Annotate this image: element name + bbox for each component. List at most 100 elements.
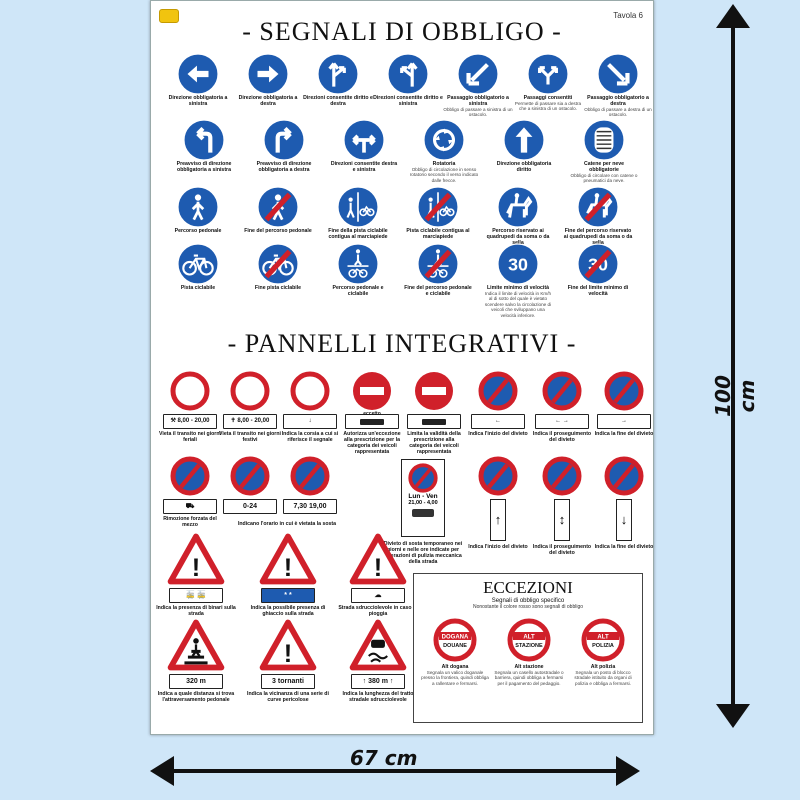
eccezioni-box: ECCEZIONI Segnali di obbligo specifico N… (413, 573, 643, 723)
stop-sign-icon: DOGANA DOUANE (433, 618, 477, 662)
right-arrow-icon (247, 53, 289, 95)
plate-text: ↑ 380 m ↑ (362, 678, 394, 685)
sign-label: Direzioni consentite destra e sinistra (330, 161, 398, 173)
straight-arrow-icon (503, 119, 545, 161)
ped-bike-shared-icon (337, 243, 379, 285)
sign-label: Fine pista ciclabile (254, 285, 302, 291)
sign-label: Percorso pedonale (174, 228, 222, 234)
obbligo-sign-item: Percorso riservato ai quadrupedi da soma… (483, 186, 553, 246)
slippery-road-icon (349, 619, 407, 671)
orario-caption: Indicano l'orario in cui è vietata la so… (237, 521, 337, 527)
sign-label: Passaggio obbligatorio a sinistra (447, 95, 509, 107)
vertical-plate: ↑ (490, 499, 506, 541)
sign-label: Percorso riservato ai quadrupedi da soma… (486, 228, 550, 246)
pericolo-item: ! ☁ Strada sdrucciolevole in caso di piogg… (337, 533, 419, 617)
sign-description: Obbligo di circolazione in senso rotator… (409, 167, 479, 183)
sign-description: Indica il limite di velocità in Km/h al … (484, 291, 552, 318)
pannello-item: 0-24 (219, 456, 281, 516)
pericolo-label: Indica la lunghezza del tratto stradale … (342, 691, 414, 703)
title-pannelli-integrativi: - PANNELLI INTEGRATIVI - (227, 329, 577, 358)
plate-text: ☁ (374, 592, 382, 599)
sign-label: Fine del limite minimo di velocità (567, 285, 629, 297)
sign-label: Fine del percorso pedonale e ciclabile (404, 285, 472, 297)
integrative-plate: 320 m (169, 674, 223, 689)
svg-text:!: ! (192, 554, 200, 582)
left-right-arrow-icon (343, 119, 385, 161)
sign-label: Pista ciclabile contigua al marciapiede (406, 228, 470, 240)
obbligo-sign-item: Fine del percorso pedonale (243, 186, 313, 234)
tavola-label: Tavola 6 (613, 11, 643, 20)
eccezione-desc: Segnala un posto di blocco stradale isti… (574, 670, 632, 686)
pannello-label: Indica la corsia a cui si riferisce il s… (281, 431, 339, 443)
no-transit-icon (170, 371, 210, 411)
eccezioni-note: Nonostante il colore rosso sono segnali … (472, 604, 584, 610)
integrative-plate (407, 414, 461, 429)
svg-text:!: ! (284, 554, 292, 582)
crosswalk-icon (167, 619, 225, 671)
plate-text: ← (495, 418, 501, 424)
pericolo-item: 320 m Indica a quale distanza si trova l'… (155, 619, 237, 703)
street-cleaning-panel: Lun - Ven 21,00 - 4,00 (401, 459, 445, 537)
bicycle-icon (177, 243, 219, 285)
bus-icon (360, 419, 384, 425)
snow-chains-icon (583, 119, 625, 161)
end-ped-bike-shared-icon (417, 243, 459, 285)
obbligo-sign-item: Pista ciclabile contigua al marciapiede (403, 186, 473, 240)
pannello-item: ← →Indica il proseguimento del divieto (531, 371, 593, 443)
no-parking-icon (604, 456, 644, 496)
obbligo-sign-item: Direzioni consentite destra e sinistra (329, 119, 399, 173)
pannello-item: 7,30 19,00 (279, 456, 341, 516)
sign-label: Fine del percorso riservato ai quadruped… (563, 228, 633, 246)
street-cleaning-label: Divieto di sosta temporaneo nei giorni e… (383, 541, 463, 565)
eccezione-item: ALT STAZIONE Alt stazione Segnala un cas… (494, 618, 564, 686)
integrative-plate: ← → (535, 414, 589, 429)
title-segnali-obbligo: - SEGNALI DI OBBLIGO - (242, 17, 562, 46)
plate-text: 🚋 🚋 (186, 592, 206, 599)
vertical-plate: ↓ (616, 499, 632, 541)
end-pedestrian-bicycle-icon (417, 186, 459, 228)
no-parking-icon (478, 456, 518, 496)
plate-text: eccetto (363, 411, 381, 417)
integrative-plate: ⚒ 8,00 - 20,00 (163, 414, 217, 429)
pannello-label: Indica la fine del divieto (594, 431, 654, 437)
truck-icon (422, 419, 446, 425)
sign-description: Obbligo di passare a sinistra di un osta… (443, 107, 513, 118)
eccezioni-subtitle: Segnali di obbligo specifico (491, 598, 565, 604)
obbligo-sign-item: Fine del percorso pedonale e ciclabile (403, 243, 473, 297)
sign-label: Percorso pedonale e ciclabile (332, 285, 384, 297)
danger-icon: ! (349, 533, 407, 585)
integrative-plate: 0-24 (223, 499, 277, 514)
sign-label: Rotatoria (432, 161, 456, 167)
poster: Tavola 6 - SEGNALI DI OBBLIGO - - PANNEL… (150, 0, 654, 735)
svg-text:ALT: ALT (597, 635, 609, 641)
pericolo-label: Indica a quale distanza si trova l'attra… (157, 691, 235, 703)
sign-label: Fine della pista ciclabile contigua al m… (328, 228, 388, 240)
horse-rider-icon (497, 186, 539, 228)
integrative-plate: 3 tornanti (261, 674, 315, 689)
pericolo-label: Strada sdrucciolevole in caso di pioggia (338, 605, 418, 617)
sign-label: Fine del percorso pedonale (244, 228, 312, 234)
svg-text:STAZIONE: STAZIONE (515, 643, 543, 649)
svg-text:30: 30 (508, 254, 528, 274)
pannello-label: Indica il proseguimento del divieto (532, 544, 592, 556)
pass-right-arrow-icon (597, 53, 639, 95)
svg-text:POLIZIA: POLIZIA (592, 643, 614, 649)
svg-text:!: ! (284, 640, 292, 668)
sign-label: Preavviso di direzione obbligatoria a si… (176, 161, 232, 173)
pannello-item: ←Indica l'inizio del divieto (467, 371, 529, 437)
pedestrian-bicycle-icon (337, 186, 379, 228)
width-measure: 67 cm (350, 746, 418, 770)
pannello-label: Indica la fine del divieto (594, 544, 654, 550)
eccezione-item: ALT POLIZIA Alt polizia Segnala un posto… (568, 618, 638, 686)
turn-left-arrow-icon (183, 119, 225, 161)
sign-label: Catene per neve obbligatorie (583, 161, 625, 173)
height-arrow-icon (716, 4, 750, 728)
integrative-plate: 🚋 🚋 (169, 588, 223, 603)
plate-text: 320 m (186, 678, 206, 685)
min-speed-icon: 30 (497, 243, 539, 285)
